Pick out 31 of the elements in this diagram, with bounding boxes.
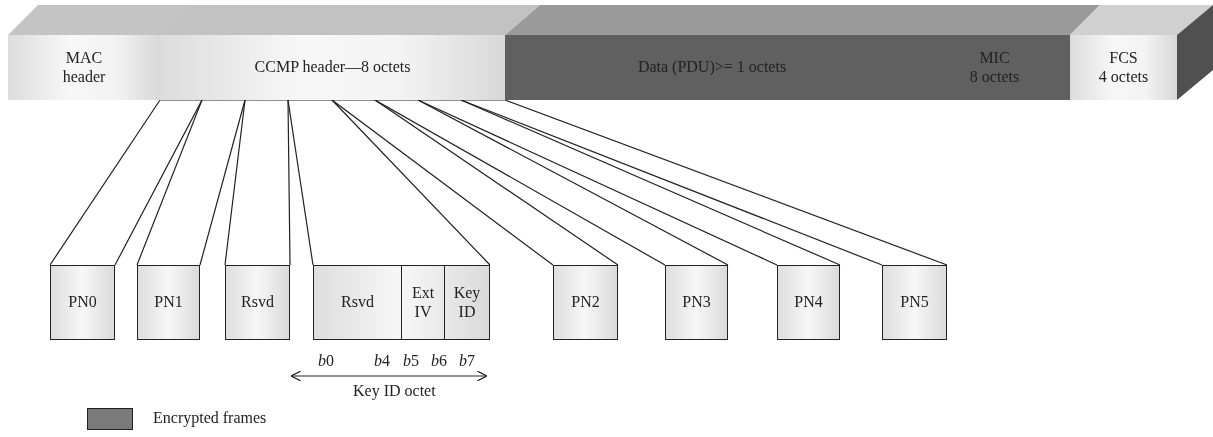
data-field: Data (PDU)>= 1 octets (505, 35, 919, 100)
expansion-lines (330, 99, 619, 266)
header-field: MAC header (8, 35, 160, 100)
pn-field: PN3 (665, 265, 728, 340)
expansion-lines (49, 99, 203, 266)
pn-field: PN1 (137, 265, 200, 340)
bit-label: b4 (374, 352, 390, 370)
pn-field: PN4 (777, 265, 840, 340)
ext-iv-bit-field: Ext IV (401, 266, 444, 339)
expansion-lines (372, 99, 729, 266)
reserved-bits-field: Rsvd (314, 266, 401, 339)
key-id-bits-field: Key ID (444, 266, 489, 339)
pn-field: PN0 (50, 265, 115, 340)
mic-field: MIC 8 octets (919, 35, 1070, 100)
reserved-field: Rsvd (225, 265, 290, 340)
expansion-lines (460, 99, 948, 266)
header-field: CCMP header—8 octets (160, 35, 505, 100)
bit-label: b5 (403, 352, 419, 370)
expansion-lines (417, 99, 841, 266)
bit-label: b6 (431, 352, 447, 370)
pn-field: PN2 (553, 265, 618, 340)
expansion-lines (287, 99, 491, 266)
expansion-lines (136, 99, 246, 266)
bit-label: b0 (318, 352, 334, 370)
pn-field: PN5 (882, 265, 947, 340)
key-id-octet-box (313, 265, 490, 340)
fcs-field: FCS 4 octets (1070, 35, 1177, 100)
expansion-lines (224, 99, 291, 266)
legend-label: Encrypted frames (153, 409, 267, 427)
bit-label: b7 (459, 352, 475, 370)
dimension-label: Key ID octet (353, 382, 436, 400)
